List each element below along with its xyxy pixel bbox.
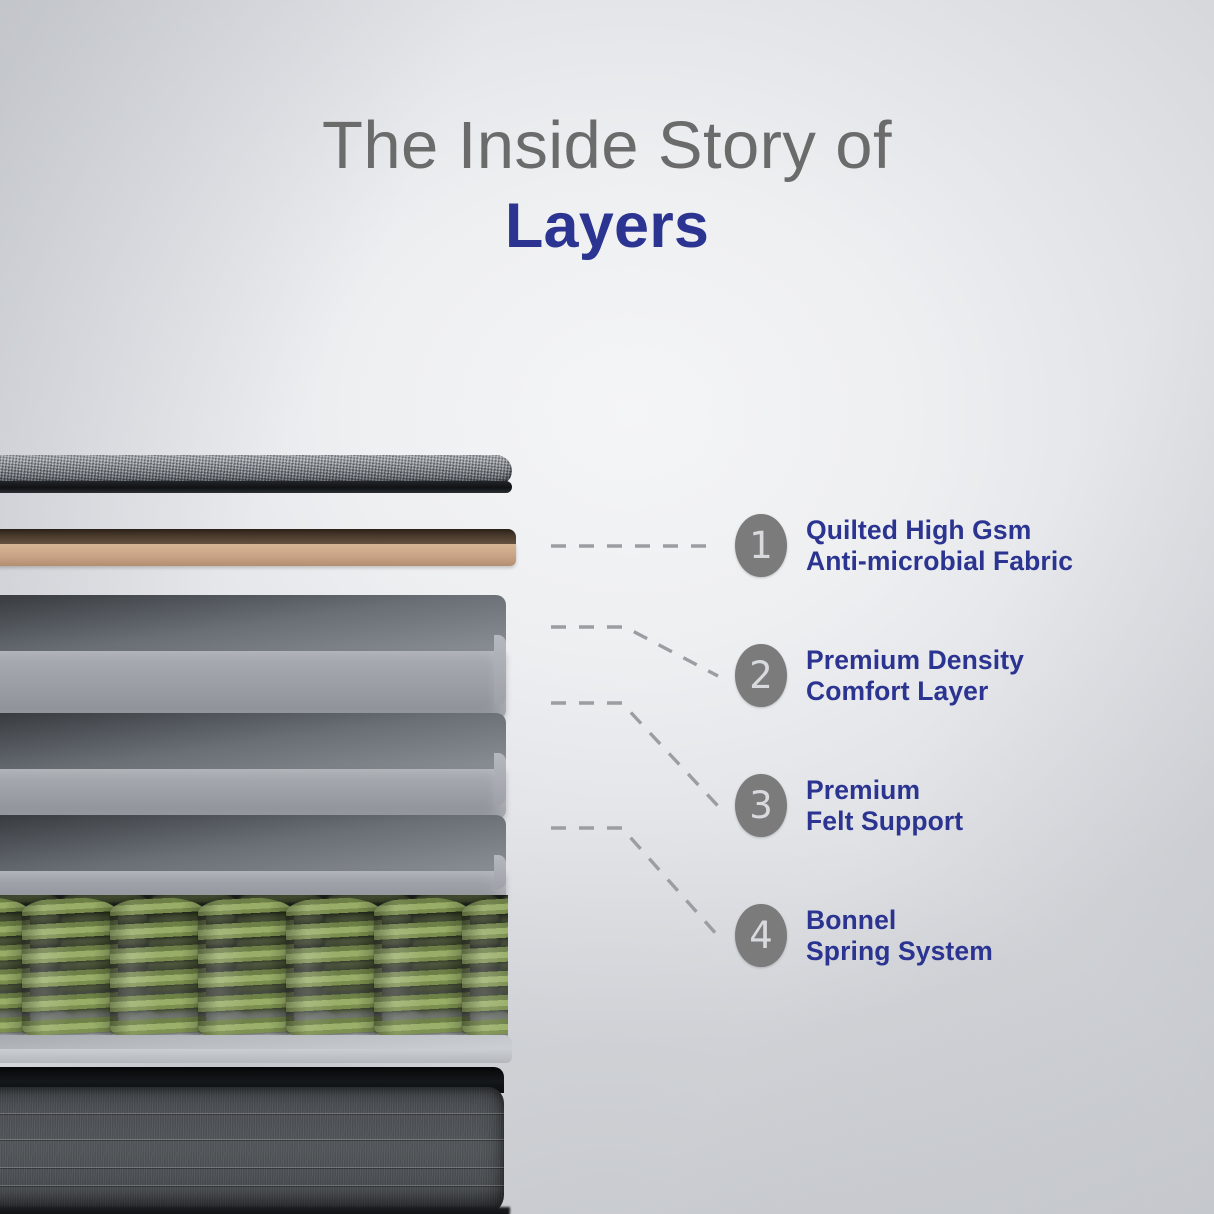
callout-badge-1: 1 [735, 514, 787, 577]
callout-item-1[interactable]: 1 Quilted High Gsm Anti-microbial Fabric [735, 514, 1073, 577]
callout-list: 1 Quilted High Gsm Anti-microbial Fabric… [735, 0, 1155, 1214]
callout-label-1: Quilted High Gsm Anti-microbial Fabric [806, 515, 1074, 576]
panel-top-face [0, 1035, 512, 1051]
foam1-front-face [0, 651, 506, 719]
callout-label-3: Premium Felt Support [806, 775, 964, 836]
spring-coil [110, 897, 206, 1043]
layer-foam-slab-1 [0, 595, 506, 725]
callout-item-3[interactable]: 3 Premium Felt Support [735, 774, 963, 837]
fabric-edge [0, 481, 512, 493]
layer-bonnel-spring-bed [0, 895, 508, 1045]
callout-badge-2: 2 [735, 644, 787, 707]
base-stitch-line [0, 1113, 504, 1115]
base-body [0, 1087, 504, 1214]
callout-badge-3: 3 [735, 774, 787, 837]
fabric-top-face [0, 455, 512, 485]
spring-coil [374, 897, 470, 1043]
spring-coil [286, 897, 382, 1043]
layer-base-support-panel [0, 1035, 512, 1069]
callout-item-4[interactable]: 4 Bonnel Spring System [735, 904, 993, 967]
foam1-top-face [0, 595, 506, 657]
tan-front-face [0, 544, 516, 566]
foam1-right-side [494, 635, 506, 705]
callout-label-4: Bonnel Spring System [806, 905, 993, 966]
spring-coil [22, 897, 118, 1043]
panel-front-face [0, 1049, 512, 1063]
layer-quilted-fabric-top [0, 455, 512, 499]
spring-coil [462, 897, 508, 1043]
foam2-front-face [0, 769, 506, 819]
base-stitch-line [0, 1139, 504, 1141]
callout-label-2: Premium Density Comfort Layer [806, 645, 1024, 706]
mattress-cutaway-illustration [0, 455, 530, 1214]
layer-foam-slab-2 [0, 713, 506, 833]
foam2-top-face [0, 713, 506, 775]
spring-coil [198, 897, 294, 1043]
base-bottom-shadow [0, 1207, 510, 1214]
foam3-right-side [494, 855, 506, 889]
page-title: The Inside Story of Layers [0, 112, 1214, 258]
foam2-right-side [494, 753, 506, 805]
title-line-accent: Layers [504, 191, 710, 261]
base-stitch-line [0, 1185, 504, 1187]
tan-top-face [0, 529, 516, 546]
callout-badge-4: 4 [735, 904, 787, 967]
title-line-primary: The Inside Story of [322, 108, 892, 183]
base-stitch-line [0, 1167, 504, 1169]
layer-quilted-base-unit [0, 1067, 518, 1214]
layer-tan-comfort-sheet [0, 529, 516, 569]
callout-item-2[interactable]: 2 Premium Density Comfort Layer [735, 644, 1024, 707]
foam3-top-face [0, 815, 506, 877]
